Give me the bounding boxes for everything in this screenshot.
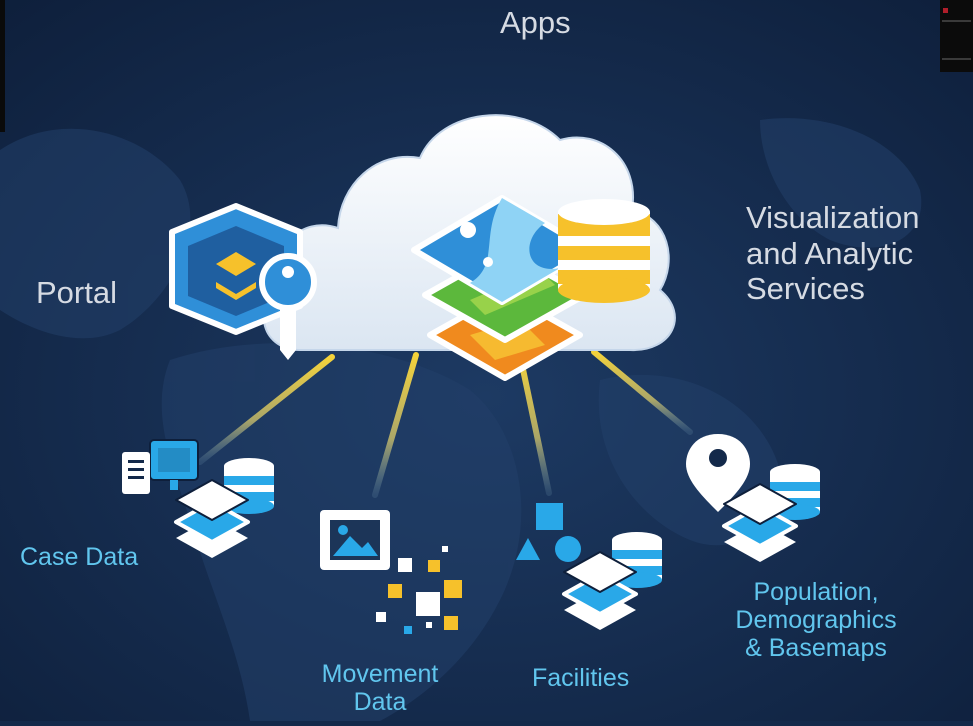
visualization-services-label: Visualization and Analytic Services	[746, 200, 919, 307]
facilities-database-icon	[612, 532, 662, 588]
population-layers-icon	[722, 483, 798, 562]
case-data-label: Case Data	[20, 543, 139, 571]
image-icon	[320, 510, 390, 570]
facilities-label: Facilities	[532, 664, 630, 692]
case-data-layers-icon	[174, 479, 250, 558]
shapes-icon	[516, 503, 581, 562]
connector-facilities	[517, 352, 552, 496]
thumbnail-bar	[942, 58, 971, 60]
connector-population	[591, 349, 693, 435]
movement-data-line-1: Movement	[321, 660, 439, 688]
pixel-grid-icon	[376, 546, 462, 634]
population-line-2: Demographics	[735, 606, 897, 634]
left-edge-frame	[0, 0, 5, 132]
visualization-line-3: Services	[746, 271, 865, 307]
population-line-1: Population,	[753, 578, 879, 606]
visualization-line-2: and Analytic	[746, 235, 914, 271]
population-label: Population, Demographics & Basemaps	[716, 578, 916, 662]
movement-data-line-2: Data	[353, 688, 407, 716]
thumbnail-logo-icon	[943, 8, 948, 13]
computer-icon	[122, 439, 199, 494]
connector-movement-data	[372, 352, 419, 498]
connectors	[197, 349, 693, 498]
visualization-line-1: Visualization	[746, 200, 920, 235]
population-line-3: & Basemaps	[745, 634, 887, 662]
thumbnail-bar	[942, 20, 971, 22]
location-pin-icon	[686, 434, 750, 512]
facilities-layers-icon	[562, 551, 638, 630]
portal-key-icon	[169, 203, 317, 360]
apps-label: Apps	[500, 5, 571, 40]
portal-label: Portal	[36, 275, 117, 310]
corner-thumbnail	[940, 0, 973, 72]
database-icon	[558, 199, 650, 303]
connector-case-data	[197, 354, 335, 465]
movement-data-label: Movement Data	[302, 660, 458, 716]
case-data-database-icon	[224, 458, 274, 514]
